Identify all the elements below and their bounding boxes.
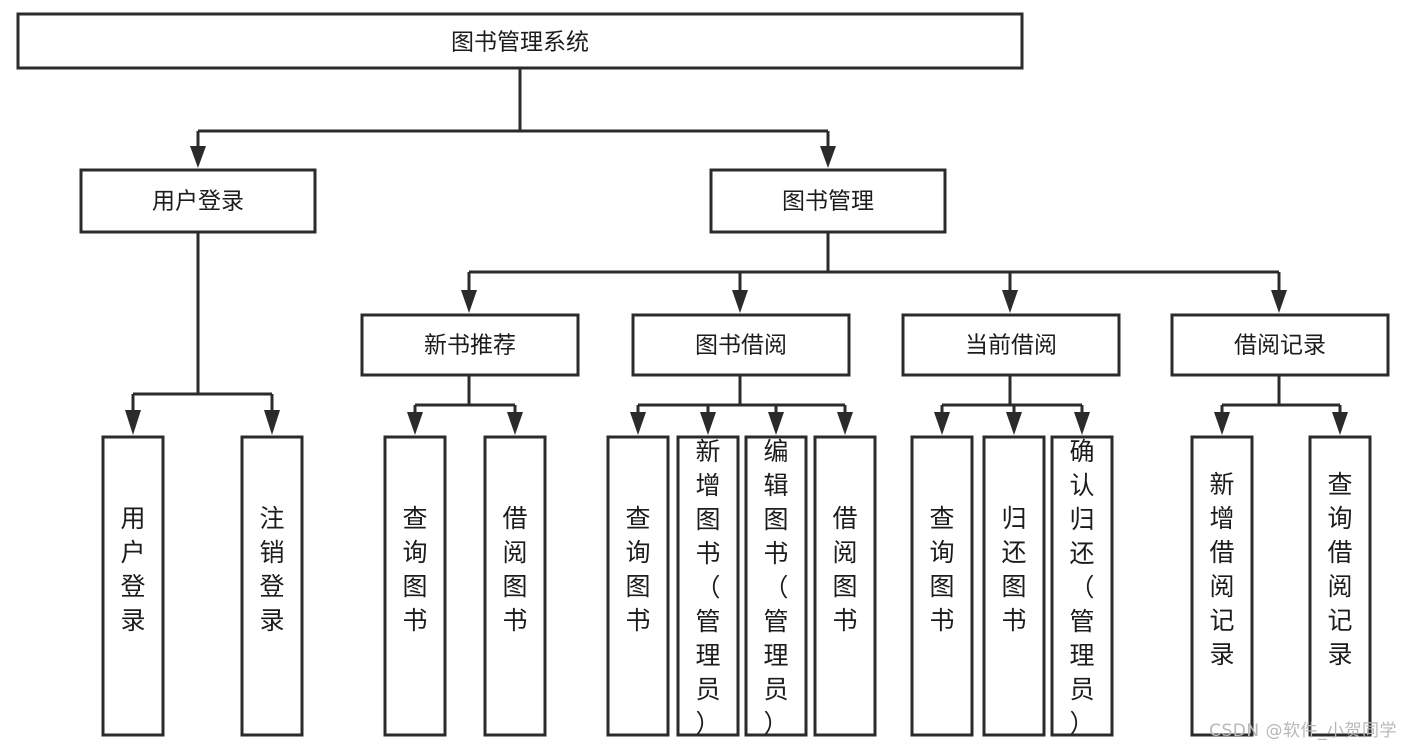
leaf-node-borrow-book-1-label: 借阅图书 (502, 504, 527, 635)
node-root[interactable]: 图书管理系统 (16, 12, 1024, 70)
arrow-head-login-to-leaf2 (264, 410, 280, 435)
leaf-node-query-book-2[interactable]: 查询图书 (606, 435, 670, 737)
leaf-node-add-book-admin-box[interactable] (676, 435, 740, 737)
node-current-borrow[interactable]: 当前借阅 (901, 313, 1121, 377)
connector-group-newbook-leaves (407, 375, 523, 435)
node-current-borrow-label: 当前借阅 (965, 333, 1057, 359)
arrow-head-newbook-to-leaf1 (407, 412, 423, 435)
leaf-node-edit-book-admin[interactable]: 编辑图书（管理员） (744, 435, 808, 738)
arrow-head-borrow-to-leaf3 (768, 412, 784, 435)
leaf-node-query-book-2-box[interactable] (606, 435, 670, 737)
node-new-book-recommend[interactable]: 新书推荐 (360, 313, 580, 377)
leaf-node-add-borrow-record-box[interactable] (1190, 435, 1254, 737)
arrow-head-records-to-leaf2 (1332, 412, 1348, 435)
leaf-node-borrow-book-1[interactable]: 借阅图书 (483, 435, 547, 737)
node-root-box[interactable] (16, 12, 1024, 70)
node-book-management[interactable]: 图书管理 (709, 168, 947, 234)
arrow-head-newbook-to-leaf2 (507, 412, 523, 435)
leaf-node-add-book-admin-label: 新增图书（管理员） (695, 437, 720, 738)
leaf-node-user-login-box[interactable] (101, 435, 165, 737)
connector-group-login-leaves (125, 232, 280, 435)
leaf-node-query-book-1-box[interactable] (383, 435, 447, 737)
leaf-node-user-login[interactable]: 用户登录 (101, 435, 165, 737)
arrow-head-bookmgmt-to-current (1002, 290, 1018, 313)
arrow-head-borrow-to-leaf2 (700, 412, 716, 435)
connector-group-current-leaves (934, 375, 1090, 435)
leaf-node-query-book-2-label: 查询图书 (625, 504, 650, 635)
node-new-book-recommend-box[interactable] (360, 313, 580, 377)
leaf-node-return-book-label: 归还图书 (1001, 504, 1026, 635)
node-user-login-label: 用户登录 (152, 189, 244, 215)
leaf-node-return-book-box[interactable] (982, 435, 1046, 737)
node-new-book-recommend-label: 新书推荐 (424, 333, 516, 359)
leaf-node-borrow-book-1-box[interactable] (483, 435, 547, 737)
node-current-borrow-box[interactable] (901, 313, 1121, 377)
leaf-node-add-borrow-record-label: 新增借阅记录 (1209, 470, 1234, 669)
leaf-node-query-book-3-box[interactable] (910, 435, 974, 737)
arrow-head-current-to-leaf3 (1074, 412, 1090, 435)
leaf-node-logout[interactable]: 注销登录 (240, 435, 304, 737)
node-book-borrow-box[interactable] (631, 313, 851, 377)
node-book-management-label: 图书管理 (782, 189, 874, 215)
leaf-node-logout-box[interactable] (240, 435, 304, 737)
arrow-head-root-to-bookmgmt (820, 146, 836, 168)
leaf-node-return-book[interactable]: 归还图书 (982, 435, 1046, 737)
leaf-node-borrow-book-2-box[interactable] (813, 435, 877, 737)
leaf-node-confirm-return-admin[interactable]: 确认归还（管理员） (1050, 435, 1114, 738)
leaf-node-query-book-1[interactable]: 查询图书 (383, 435, 447, 737)
node-user-login-box[interactable] (79, 168, 317, 234)
leaf-node-borrow-book-2[interactable]: 借阅图书 (813, 435, 877, 737)
leaf-node-add-borrow-record[interactable]: 新增借阅记录 (1190, 435, 1254, 737)
arrow-head-borrow-to-leaf4 (837, 412, 853, 435)
node-borrow-records[interactable]: 借阅记录 (1170, 313, 1390, 377)
arrow-head-borrow-to-leaf1 (630, 412, 646, 435)
arrow-head-bookmgmt-to-borrow (732, 290, 748, 313)
node-root-label: 图书管理系统 (451, 30, 589, 56)
leaf-node-query-book-1-label: 查询图书 (402, 504, 427, 635)
connector-group-records-leaves (1214, 375, 1348, 435)
leaf-node-user-login-label: 用户登录 (120, 504, 145, 635)
leaf-node-query-book-3[interactable]: 查询图书 (910, 435, 974, 737)
leaf-node-logout-label: 注销登录 (259, 504, 284, 635)
connector-group-root (190, 68, 836, 168)
connector-group-bookmgmt (461, 232, 1287, 313)
leaf-node-query-borrow-record-box[interactable] (1308, 435, 1372, 737)
arrow-head-bookmgmt-to-records (1271, 290, 1287, 313)
node-book-borrow-label: 图书借阅 (695, 333, 787, 359)
arrow-head-current-to-leaf1 (934, 412, 950, 435)
node-borrow-records-box[interactable] (1170, 313, 1390, 377)
leaf-node-add-book-admin[interactable]: 新增图书（管理员） (676, 435, 740, 738)
connector-group-borrow-leaves (630, 375, 853, 435)
leaf-node-confirm-return-admin-box[interactable] (1050, 435, 1114, 737)
node-book-management-box[interactable] (709, 168, 947, 234)
arrow-head-current-to-leaf2 (1006, 412, 1022, 435)
node-borrow-records-label: 借阅记录 (1234, 333, 1326, 359)
arrow-head-root-to-login (190, 146, 206, 168)
leaf-node-confirm-return-admin-label: 确认归还（管理员） (1069, 437, 1094, 738)
arrow-head-records-to-leaf1 (1214, 412, 1230, 435)
node-book-borrow[interactable]: 图书借阅 (631, 313, 851, 377)
leaf-node-query-borrow-record[interactable]: 查询借阅记录 (1308, 435, 1372, 737)
arrow-head-login-to-leaf1 (125, 410, 141, 435)
leaf-node-query-borrow-record-label: 查询借阅记录 (1327, 470, 1352, 669)
leaf-node-edit-book-admin-box[interactable] (744, 435, 808, 737)
node-user-login[interactable]: 用户登录 (79, 168, 317, 234)
leaf-node-edit-book-admin-label: 编辑图书（管理员） (763, 437, 788, 738)
leaf-node-borrow-book-2-label: 借阅图书 (832, 504, 857, 635)
csdn-watermark: CSDN @软件_小贺同学 (1209, 721, 1397, 741)
arrow-head-bookmgmt-to-newbook (461, 290, 477, 313)
leaf-node-query-book-3-label: 查询图书 (929, 504, 954, 635)
